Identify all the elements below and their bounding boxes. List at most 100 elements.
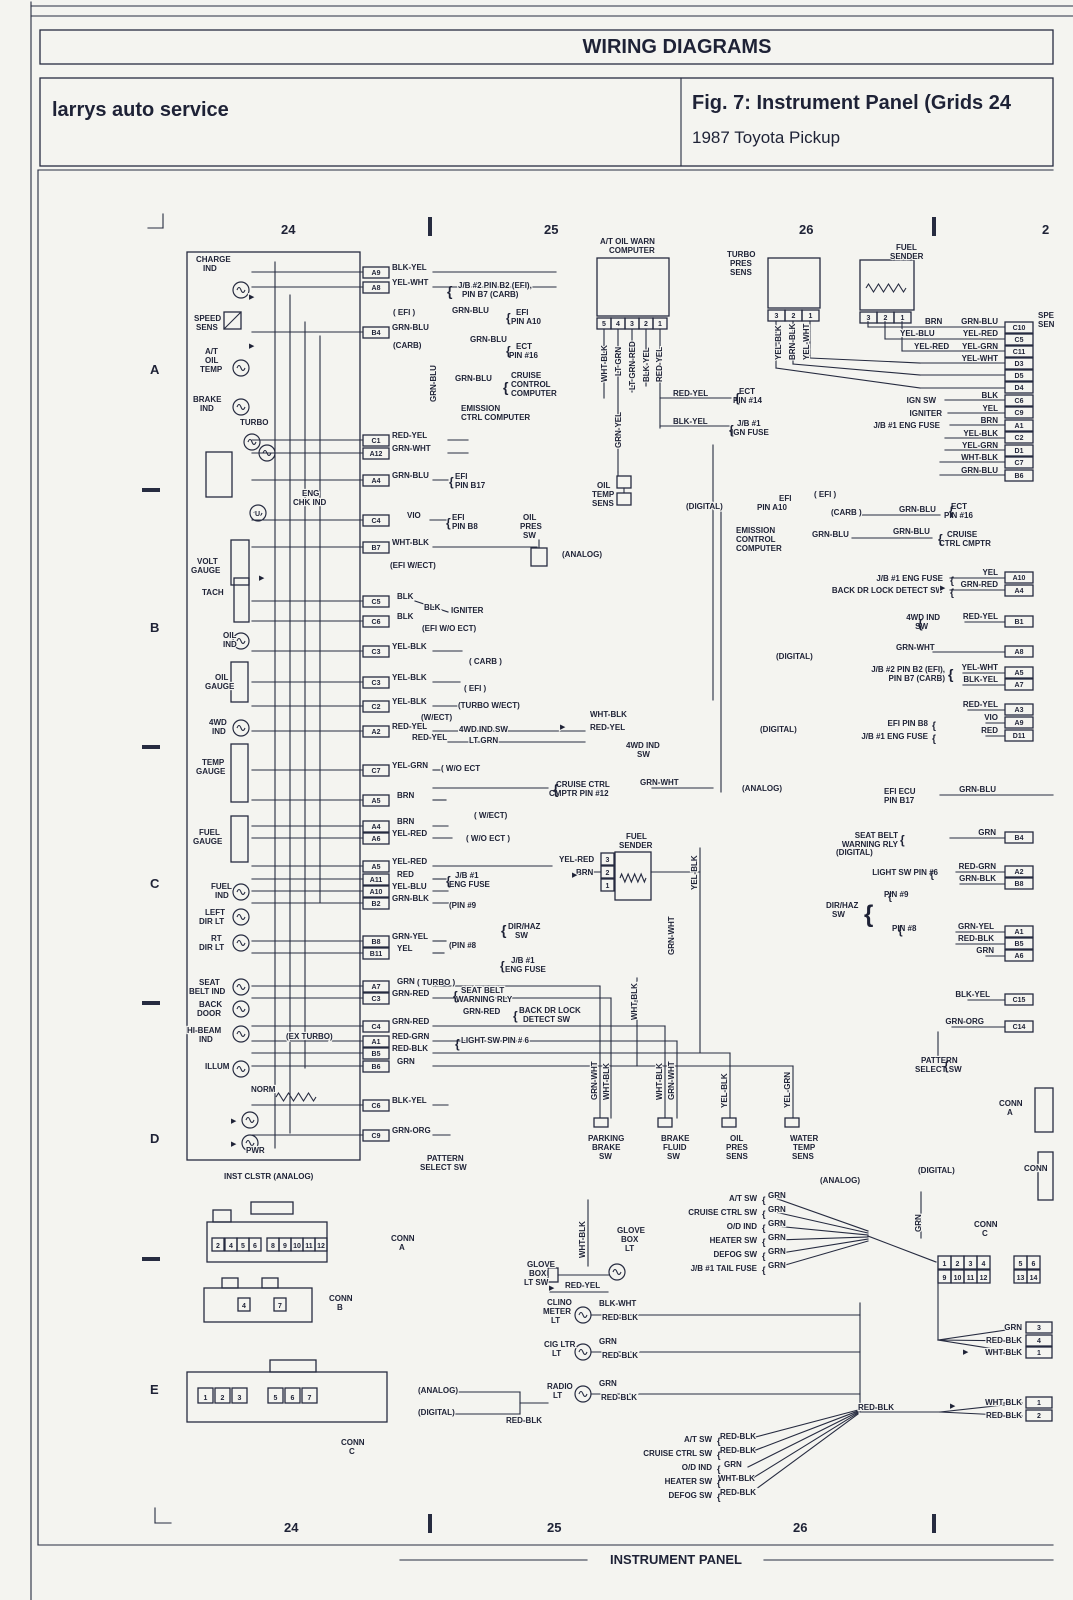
pin: [362, 885, 390, 898]
pin: [237, 1297, 251, 1312]
wire-label: BRN-BLK: [788, 323, 797, 360]
wire-label: (EX TURBO): [286, 1032, 333, 1041]
wire-label: BRN: [397, 791, 415, 800]
wire-label: D: [150, 1131, 159, 1146]
wire-label: IGNITER: [451, 606, 484, 615]
brace-glyph: {: [950, 576, 954, 587]
pin: [362, 447, 390, 460]
lamp-filament-icon: [236, 888, 246, 896]
wire-label: YEL-BLK: [720, 1073, 729, 1108]
pin-label: A7: [1015, 682, 1024, 689]
wire-label: RED-BLK: [601, 1393, 637, 1402]
wire-label: GLOVE: [617, 1226, 646, 1235]
pin-label: B8: [1015, 881, 1024, 888]
wire-label: VIO: [407, 511, 421, 520]
wire-label: (DIGITAL): [686, 502, 723, 511]
wire-label: OIL: [215, 673, 228, 682]
wire-label: GRN-BLU: [470, 335, 507, 344]
pin: [362, 860, 390, 873]
component-box: [233, 577, 250, 623]
wire-label: PWR: [246, 1146, 265, 1155]
wire: [774, 1197, 869, 1232]
wire: [937, 1339, 1021, 1354]
brace-glyph: {: [930, 870, 934, 881]
wire-label: RED-BLK: [958, 934, 994, 943]
wire-label: RADIO: [547, 1382, 573, 1391]
wire: [867, 1235, 937, 1263]
wire-label: (DIGITAL): [918, 1166, 955, 1175]
pin: [1004, 666, 1034, 679]
diagram-content: A9A8B4C1A12A4C4B7C5C6C3C3C2A2C7A5A4A6A5A…: [30, 1, 1073, 1600]
wire-label: WHT-BLK: [630, 983, 639, 1020]
wire-label: RED-BLK: [602, 1351, 638, 1360]
pin: [362, 764, 390, 777]
wire-label: GRN-BLK: [392, 894, 429, 903]
brace-glyph: {: [513, 1009, 518, 1023]
wire-label: CONTROL: [736, 535, 776, 544]
brace-glyph: {: [932, 734, 936, 745]
wire-label: BLK-YEL: [642, 347, 651, 382]
brace-glyph: {: [717, 1450, 721, 1460]
wire-label: (ANALOG): [742, 784, 782, 793]
resistor-icon: [865, 282, 907, 294]
wire-label: J/B #1: [511, 956, 535, 965]
wire-label: RED-YEL: [963, 612, 998, 621]
wire-label: WHT-BLK: [602, 1063, 611, 1100]
wire-label: RED-YEL: [565, 1281, 600, 1290]
lamp-icon: [574, 1306, 592, 1324]
pin-label: C5: [372, 599, 381, 606]
pin: [600, 865, 615, 879]
pin: [211, 1237, 225, 1252]
pin-label: C3: [372, 996, 381, 1003]
brace-glyph: {: [950, 588, 954, 599]
wire-label: WHT-BLK: [985, 1348, 1022, 1357]
wire-label: CONN: [1024, 1164, 1048, 1173]
pin-label: C9: [1015, 410, 1024, 417]
pin: [362, 980, 390, 993]
wire-label: IND: [203, 264, 217, 273]
wire-label: SELECT SW: [915, 1065, 962, 1074]
wire-label: J/B #2 PIN B2 (EFI),: [871, 665, 945, 674]
wire-label: EFI PIN B8: [888, 719, 929, 728]
pin: [1025, 1334, 1053, 1347]
pin: [362, 820, 390, 833]
wire-label: RED-YEL: [590, 723, 625, 732]
pin-label: 2: [644, 321, 648, 328]
pin-label: C5: [1015, 337, 1024, 344]
wire-label: O/D IND: [727, 1222, 757, 1231]
wire-label: TEMP: [793, 1143, 816, 1152]
lamp-filament-icon: [578, 1311, 588, 1319]
wire-label: YEL-RED: [392, 857, 427, 866]
wire-label: (EFI W/ECT): [390, 561, 436, 570]
wire-label: BOX: [529, 1269, 547, 1278]
pin-label: C6: [372, 619, 381, 626]
wire-label: ▶: [963, 1349, 969, 1356]
brace-glyph: {: [932, 721, 936, 732]
wire-label: 25: [544, 222, 558, 237]
wire-label: WHT-BLK: [392, 538, 429, 547]
wire-label: (DIGITAL): [836, 848, 873, 857]
wire-label: RED: [397, 870, 414, 879]
wire-label: YEL-WHT: [392, 278, 429, 287]
wire-label: WATER: [790, 1134, 819, 1143]
wire-label: YEL: [982, 568, 998, 577]
wire-label: YEL-RED: [963, 329, 998, 338]
pin-label: B6: [1015, 473, 1024, 480]
wire-label: GRN: [976, 946, 994, 955]
wire-label: 24: [281, 222, 296, 237]
wire-label: ▶: [940, 585, 946, 592]
wire-label: A/T OIL WARN: [600, 237, 655, 246]
wire-label: RED-BLK: [720, 1488, 756, 1497]
wire-label: EFI: [455, 472, 467, 481]
wire-label: BLK: [982, 391, 999, 400]
pin: [362, 474, 390, 487]
pin: [1004, 1020, 1034, 1033]
component-box: [616, 492, 632, 506]
pin: [362, 725, 390, 738]
wire-label: SENDER: [619, 841, 653, 850]
lamp-filament-icon: [236, 939, 246, 947]
pin: [1004, 703, 1034, 716]
pin-label: B2: [372, 901, 381, 908]
wire: [939, 1402, 1023, 1413]
